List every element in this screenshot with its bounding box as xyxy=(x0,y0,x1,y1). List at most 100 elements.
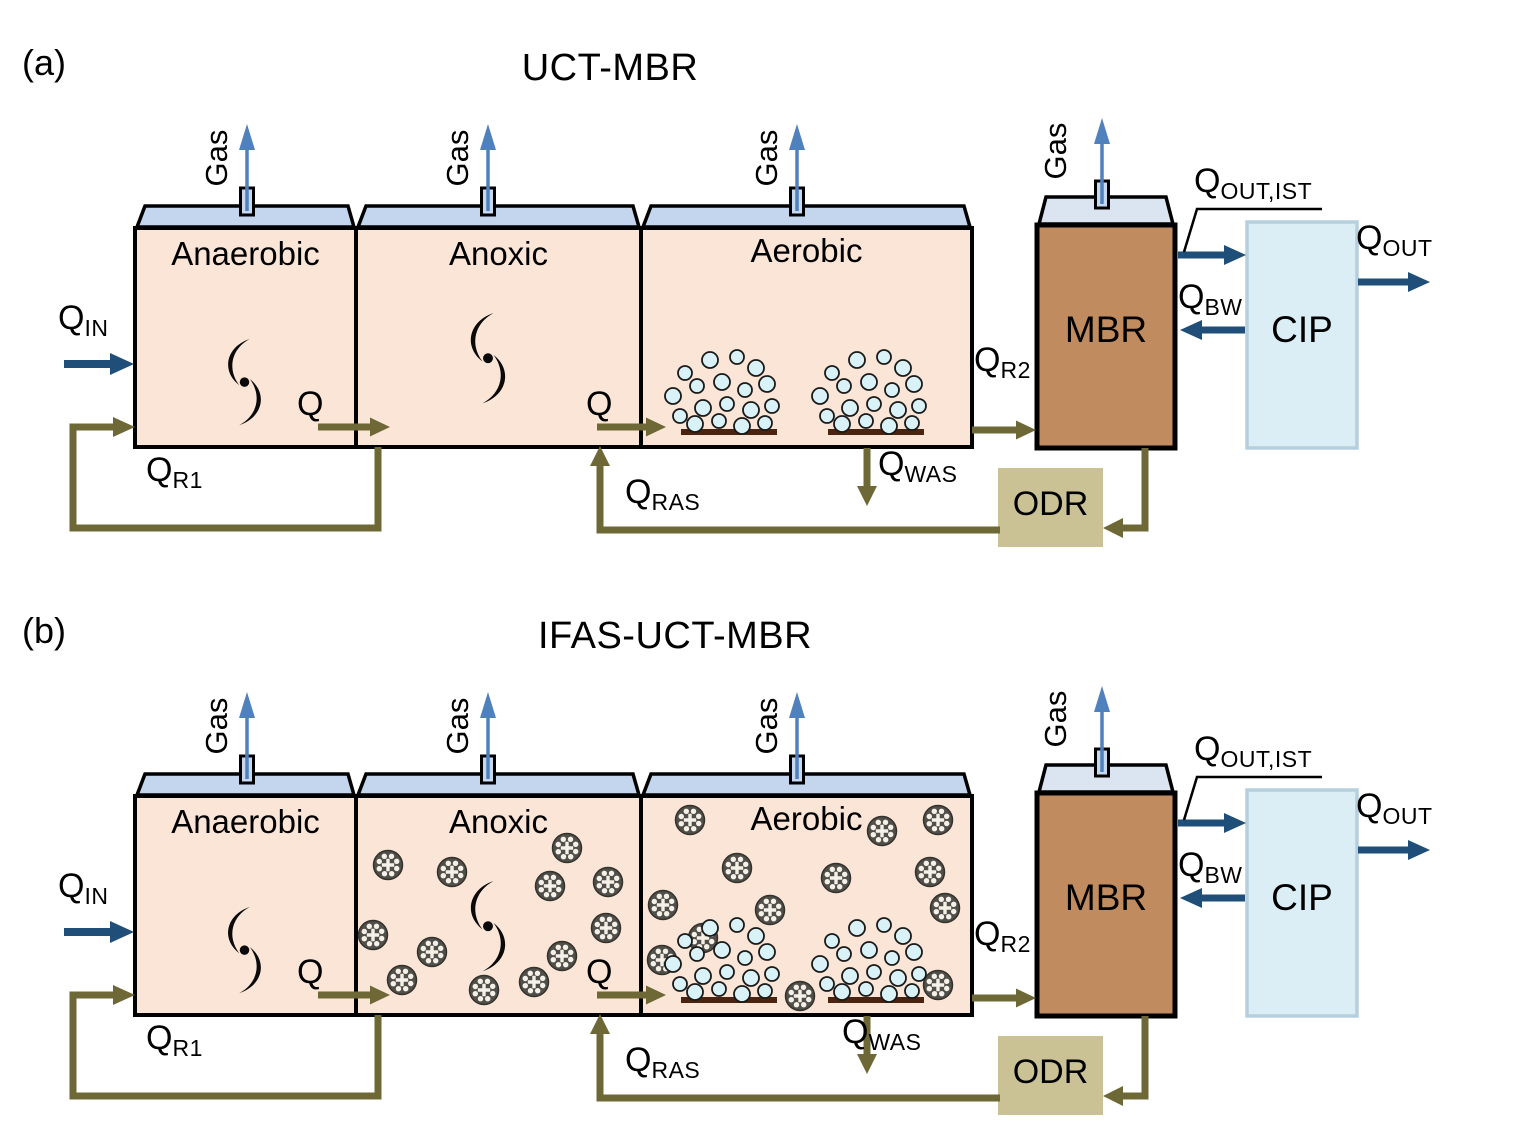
gas-label-mbr: Gas xyxy=(1038,122,1073,180)
tank-anaerobic xyxy=(133,186,358,449)
gas-arrow-aerobic xyxy=(789,692,805,779)
label-q-to-anoxic: Q xyxy=(297,953,324,991)
flow-r1-recycle xyxy=(69,985,382,1100)
flow-was-waste xyxy=(857,1016,877,1074)
mbr-lid xyxy=(1036,763,1176,794)
label-q-r2: QR2 xyxy=(974,341,1031,383)
gas-label-anoxic: Gas xyxy=(440,129,475,187)
biofilm-carrier-icon xyxy=(784,980,816,1012)
diffuser-bar xyxy=(681,997,777,1003)
cip-label: CIP xyxy=(1271,309,1333,350)
panel-label: (a) xyxy=(22,42,66,83)
tank-label-anaerobic: Anaerobic xyxy=(171,803,320,840)
label-q-r1: QR1 xyxy=(146,1019,203,1061)
flow-q-out xyxy=(1358,840,1430,860)
mbr-label: MBR xyxy=(1064,309,1148,350)
label-q-was: QWAS xyxy=(878,445,958,487)
biofilm-carrier-icon xyxy=(590,912,622,944)
flow-bw-backwash xyxy=(1180,888,1245,908)
biofilm-carrier-icon xyxy=(372,849,404,881)
label-q-out: QOUT xyxy=(1356,219,1433,261)
gas-label-aerobic: Gas xyxy=(749,129,784,187)
ifas-uct-mbr-canvas xyxy=(64,686,1430,1115)
label-q-in: QIN xyxy=(58,867,109,909)
biofilm-carrier-icon xyxy=(546,940,578,972)
label-q-ras: QRAS xyxy=(625,473,701,515)
diagram-ifas-uct-mbr: (b) IFAS-UCT-MBR Gas Gas Gas Gas Anaerob… xyxy=(0,568,1536,1130)
diffuser-bar xyxy=(828,997,924,1003)
mbr-unit xyxy=(1034,179,1178,451)
gas-arrow-aerobic xyxy=(789,124,805,211)
flow-bw-backwash xyxy=(1180,320,1245,340)
diffuser-bar xyxy=(828,429,924,435)
cip-unit xyxy=(1245,788,1359,1018)
flow-r2-to-mbr xyxy=(972,420,1036,440)
biofilm-carrier-icon xyxy=(647,889,679,921)
flow-q-to-anoxic xyxy=(318,417,390,437)
mixer-icon-anaerobic xyxy=(228,339,261,426)
label-q-to-aerobic: Q xyxy=(586,385,613,423)
diffuser-bar xyxy=(681,429,777,435)
label-q-r2: QR2 xyxy=(974,915,1031,957)
odr-unit xyxy=(998,1036,1103,1115)
gas-arrow-anaerobic xyxy=(239,124,255,211)
flow-q-in xyxy=(64,353,134,375)
aeration-bubble-cluster xyxy=(811,917,927,1003)
label-q-bw: QBW xyxy=(1178,278,1243,320)
flow-mbr-to-odr xyxy=(1103,448,1149,538)
cip-label: CIP xyxy=(1271,877,1333,918)
flow-ras-return xyxy=(590,446,1000,534)
biofilm-carrier-icon xyxy=(929,892,961,924)
odr-label: ODR xyxy=(1012,1053,1089,1091)
gas-label-aerobic: Gas xyxy=(749,697,784,755)
label-q-out-ist: QOUT,IST xyxy=(1194,730,1313,772)
tank-anaerobic xyxy=(133,754,358,1017)
tank-lid xyxy=(640,204,973,229)
flow-out-ist xyxy=(1178,813,1246,833)
biofilm-carrier-icon xyxy=(386,964,418,996)
tank-label-aerobic: Aerobic xyxy=(750,232,863,269)
cip-unit xyxy=(1245,220,1359,450)
diagram-uct-mbr: (a) UCT-MBR Gas Gas Gas Gas Anaerobic An… xyxy=(0,0,1536,562)
tank-anoxic xyxy=(354,186,643,449)
mbr-label: MBR xyxy=(1064,877,1148,918)
flow-q-to-anoxic xyxy=(318,985,390,1005)
aeration-bubble-cluster xyxy=(811,349,927,435)
biofilm-carrier-icon xyxy=(754,894,786,926)
biofilm-carrier-icon xyxy=(518,966,550,998)
biofilm-carrier-icon xyxy=(674,804,706,836)
flow-q-to-aerobic xyxy=(597,985,666,1005)
label-q-out: QOUT xyxy=(1356,787,1433,829)
gas-arrow-anaerobic xyxy=(239,692,255,779)
tank-label-anoxic: Anoxic xyxy=(448,235,549,272)
mixer-icon-anoxic xyxy=(470,881,506,972)
biofilm-carrier-icon xyxy=(866,815,898,847)
panel-label: (b) xyxy=(22,610,66,651)
diagram-title: UCT-MBR xyxy=(521,47,699,89)
gas-label-anaerobic: Gas xyxy=(199,129,234,187)
gas-label-anoxic: Gas xyxy=(440,697,475,755)
biofilm-carrier-icon xyxy=(357,919,389,951)
label-q-to-aerobic: Q xyxy=(586,953,613,991)
tank-label-aerobic: Aerobic xyxy=(750,800,863,837)
biofilm-carrier-icon xyxy=(592,866,624,898)
biofilm-carrier-icon xyxy=(551,832,583,864)
gas-arrow-anoxic xyxy=(480,124,496,211)
gas-arrow-anoxic xyxy=(480,692,496,779)
diagram-title: IFAS-UCT-MBR xyxy=(537,615,813,657)
flow-r2-to-mbr xyxy=(972,988,1036,1008)
flow-r1-recycle xyxy=(69,417,382,532)
mbr-unit xyxy=(1034,747,1178,1019)
gas-arrow-mbr xyxy=(1094,686,1110,772)
biofilm-carrier-icon xyxy=(416,936,448,968)
tank-lid xyxy=(640,772,973,797)
gas-label-anaerobic: Gas xyxy=(199,697,234,755)
biofilm-carrier-icon xyxy=(922,804,954,836)
uct-mbr-canvas xyxy=(64,118,1430,547)
aeration-bubble-cluster xyxy=(664,917,780,1003)
flow-out-ist xyxy=(1178,245,1246,265)
biofilm-carrier-icon xyxy=(721,852,753,884)
biofilm-carrier-icon xyxy=(534,870,566,902)
gas-label-mbr: Gas xyxy=(1038,690,1073,748)
